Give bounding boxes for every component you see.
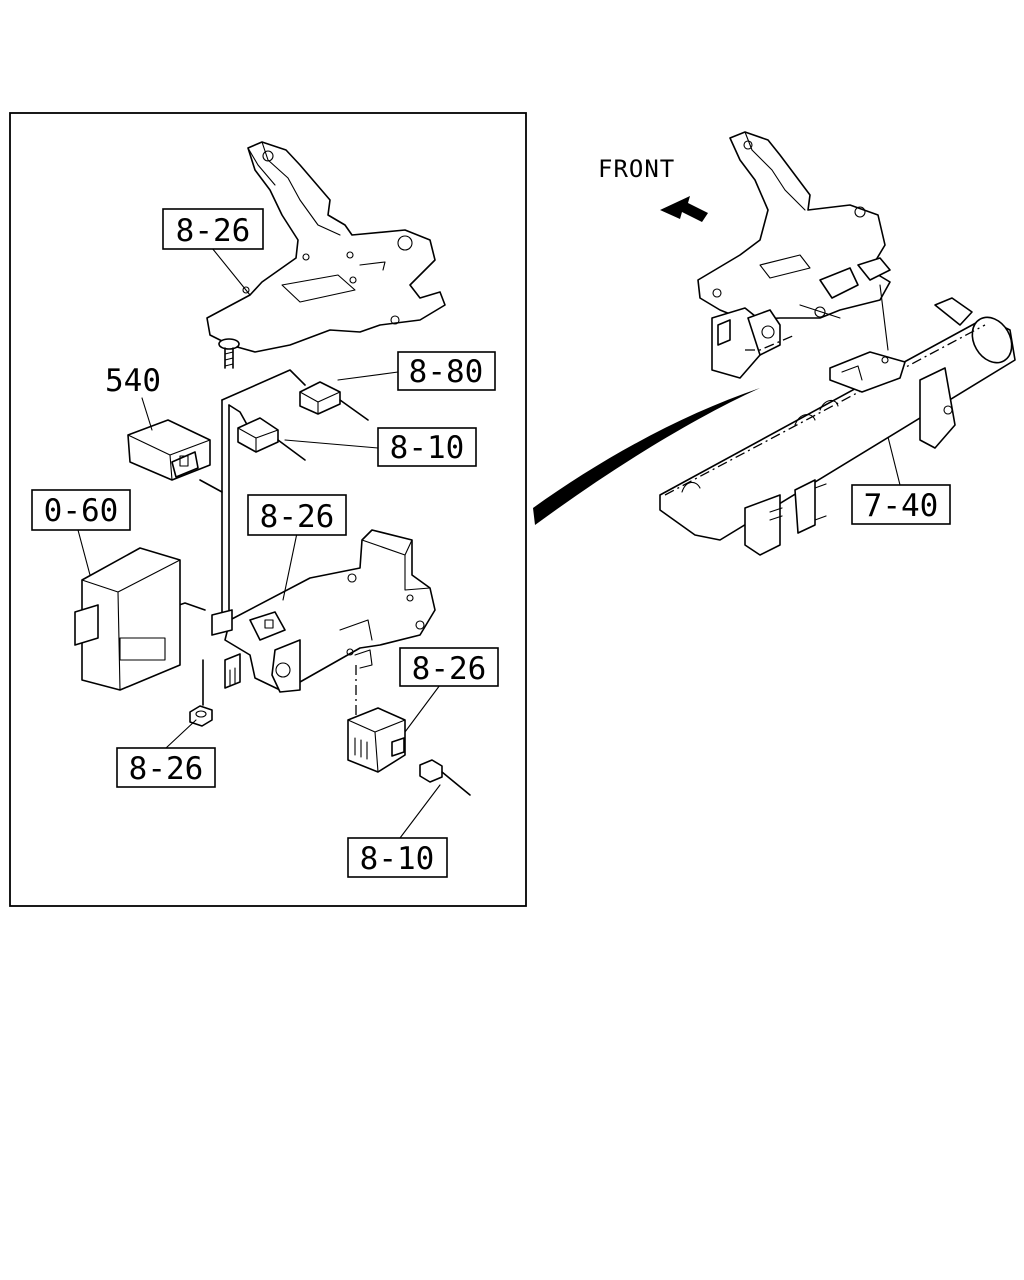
callout-relay-top-connector-label: 8-80: [409, 354, 484, 390]
leader-lines: [77, 247, 901, 839]
callout-mid-bracket[interactable]: 8-26: [247, 494, 347, 536]
relay-540-drawing: [127, 419, 211, 481]
callout-relay-mid-connector[interactable]: 8-10: [377, 427, 477, 467]
connector-8-80-drawing: [299, 381, 369, 421]
front-arrow-icon: [660, 196, 708, 222]
control-unit-drawing: [74, 547, 181, 691]
callout-lower-relay-label: 8-26: [412, 651, 487, 687]
callout-crossmember[interactable]: 7-40: [851, 484, 951, 525]
callout-control-unit[interactable]: 0-60: [31, 489, 131, 531]
mid-bracket-drawing: [211, 529, 436, 693]
callout-mid-bracket-label: 8-26: [260, 499, 335, 535]
callout-nut[interactable]: 8-26: [116, 747, 216, 788]
callout-relay-mid-connector-label: 8-10: [390, 430, 465, 466]
callout-control-unit-label: 0-60: [44, 493, 119, 529]
callout-top-bracket[interactable]: 8-26: [162, 208, 264, 250]
connector-8-10-upper-drawing: [237, 417, 306, 461]
callout-relay-top-connector[interactable]: 8-80: [397, 351, 496, 391]
crossmember-drawing: [659, 297, 1016, 556]
bolt-drawing: [218, 338, 240, 369]
callout-lower-connector[interactable]: 8-10: [347, 837, 448, 878]
lower-connector-drawing: [419, 759, 471, 796]
callout-relay-540-label[interactable]: 540: [105, 363, 161, 399]
callout-top-bracket-label: 8-26: [176, 213, 251, 249]
callout-nut-label: 8-26: [129, 751, 204, 787]
top-bracket-drawing: [206, 141, 446, 353]
front-label: FRONT: [598, 155, 675, 183]
detail-frame: [9, 112, 527, 907]
callout-lower-relay[interactable]: 8-26: [399, 647, 499, 687]
overview-bracket-drawing: [697, 131, 906, 393]
lower-relay-drawing: [347, 707, 406, 773]
callout-crossmember-label: 7-40: [864, 488, 939, 524]
callout-lower-connector-label: 8-10: [360, 841, 435, 877]
